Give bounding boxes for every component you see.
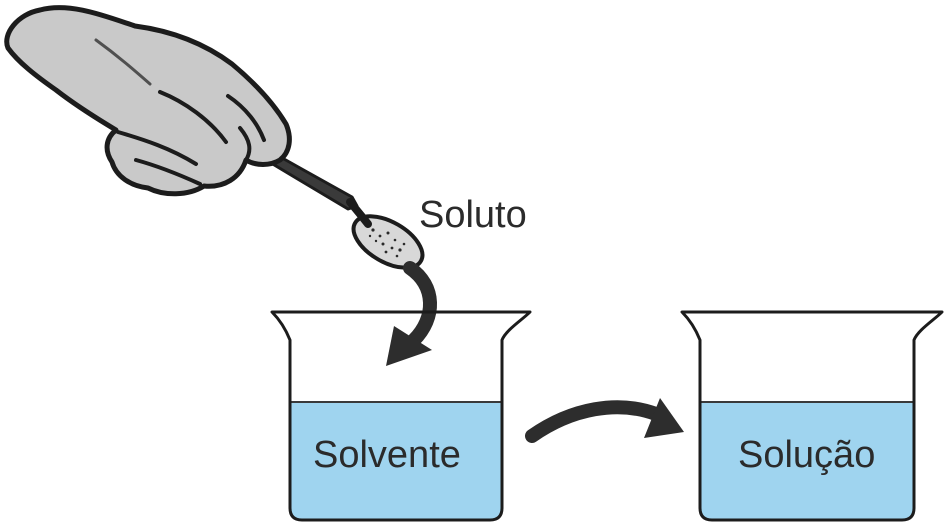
solute-grains (368, 228, 406, 258)
curved-arrow-right-icon (525, 398, 684, 443)
solution-label: Solução (738, 434, 876, 476)
beaker-solvent (270, 310, 532, 522)
solvent-label: Solvente (313, 434, 461, 476)
hand-holding-spoon-icon (4, 5, 425, 270)
beaker-solution (680, 310, 944, 522)
curved-arrow-down-icon (386, 261, 437, 366)
solute-label: Soluto (419, 194, 527, 236)
